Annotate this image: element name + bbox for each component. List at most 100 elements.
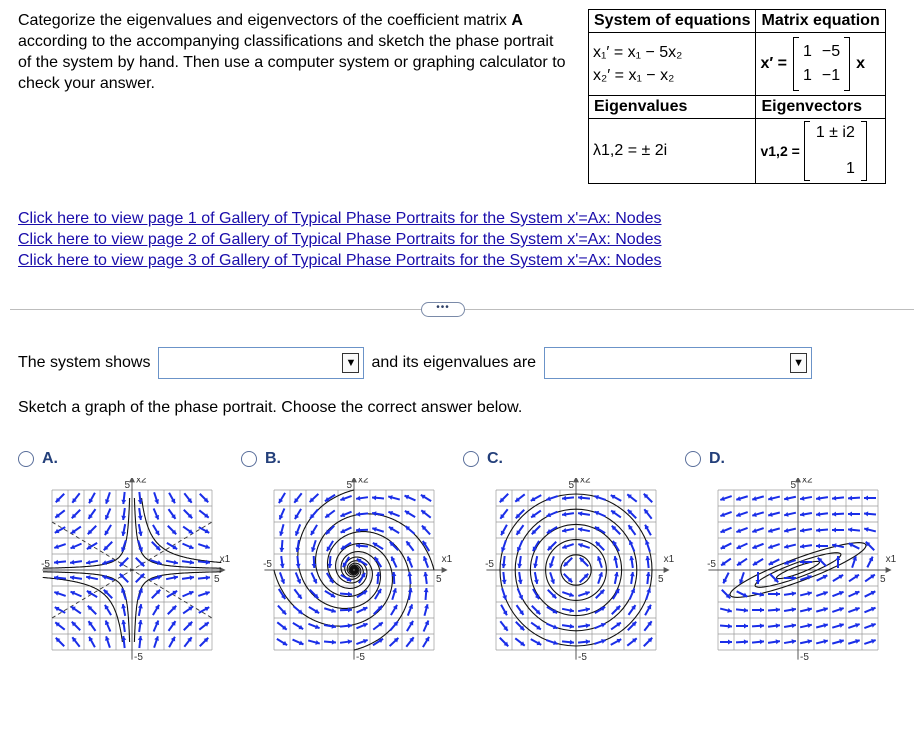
- x-tick-label: -5: [41, 559, 50, 570]
- direction-arrowhead: [519, 625, 525, 631]
- option-b[interactable]: B.: [241, 450, 281, 468]
- dropdown-arrow-icon[interactable]: ▼: [790, 353, 808, 373]
- direction-arrowhead: [391, 572, 397, 577]
- trajectory: [560, 554, 592, 586]
- direction-arrowhead: [281, 609, 287, 615]
- more-button[interactable]: •••: [421, 302, 465, 317]
- x-axis-arrow: [441, 567, 448, 573]
- direction-arrowhead: [839, 606, 844, 612]
- direction-arrowhead: [187, 637, 192, 642]
- direction-arrowhead: [138, 588, 144, 593]
- direction-arrowhead: [298, 624, 304, 630]
- direction-arrowhead: [188, 590, 194, 596]
- direction-arrowhead: [54, 606, 60, 612]
- direction-arrowhead: [775, 607, 780, 613]
- direction-arrowhead: [632, 638, 637, 643]
- y-tick-label: -5: [578, 652, 587, 662]
- direction-arrowhead: [855, 639, 860, 644]
- radio-icon[interactable]: [241, 451, 257, 467]
- trajectory: [545, 539, 607, 601]
- direction-arrowhead: [784, 544, 789, 549]
- direction-arrowhead: [594, 510, 600, 516]
- direction-arrowhead: [72, 637, 77, 642]
- dropdown-arrow-icon[interactable]: ▼: [342, 353, 360, 373]
- eigenvalue-type-dropdown[interactable]: ▼: [544, 347, 813, 379]
- direction-arrowhead: [615, 605, 621, 611]
- direction-arrowhead: [646, 604, 652, 610]
- direction-arrowhead: [791, 607, 796, 613]
- direction-arrowhead: [835, 556, 841, 560]
- y-axis-arrow: [573, 478, 579, 483]
- direction-arrowhead: [838, 574, 844, 580]
- direction-arrowhead: [137, 515, 143, 520]
- direction-arrowhead: [204, 622, 209, 627]
- x-axis-label: x1: [442, 554, 453, 565]
- direction-arrowhead: [137, 531, 143, 536]
- direction-arrowhead: [88, 514, 93, 519]
- direction-arrowhead: [852, 556, 858, 561]
- direction-arrowhead: [517, 563, 523, 568]
- direction-arrowhead: [534, 594, 540, 600]
- direction-arrowhead: [424, 604, 429, 609]
- direction-arrowhead: [71, 621, 77, 627]
- direction-arrowhead: [356, 527, 361, 533]
- y-tick-label: -5: [800, 652, 809, 662]
- direction-arrowhead: [520, 641, 525, 646]
- direction-arrowhead: [516, 530, 521, 535]
- y-axis-arrow: [129, 478, 135, 483]
- direction-arrowhead: [736, 528, 742, 534]
- coefficient-matrix: 1 −5 1 −1: [793, 37, 851, 91]
- direction-arrowhead: [378, 638, 384, 644]
- gallery-link-page-1[interactable]: Click here to view page 1 of Gallery of …: [18, 210, 662, 227]
- option-c[interactable]: C.: [463, 450, 503, 468]
- direction-arrowhead: [531, 513, 536, 518]
- radio-icon[interactable]: [463, 451, 479, 467]
- direction-arrowhead: [409, 637, 414, 642]
- direction-arrowhead: [569, 607, 574, 613]
- direction-arrowhead: [54, 590, 59, 596]
- radio-icon[interactable]: [18, 451, 34, 467]
- direction-arrowhead: [363, 638, 368, 644]
- direction-arrowhead: [154, 514, 160, 520]
- direction-arrowhead: [595, 541, 601, 547]
- direction-arrowhead: [87, 529, 93, 535]
- direction-arrowhead: [552, 624, 558, 630]
- x-prime-label: x′ =: [760, 55, 788, 72]
- direction-arrowhead: [347, 623, 352, 629]
- radio-icon[interactable]: [685, 451, 701, 467]
- gallery-link-page-2[interactable]: Click here to view page 2 of Gallery of …: [18, 231, 662, 248]
- eigenvalues-value: λ1,2 = ± 2i: [587, 118, 757, 184]
- direction-arrowhead: [104, 620, 110, 626]
- direction-arrowhead: [406, 556, 412, 562]
- direction-arrowhead: [340, 496, 345, 502]
- option-d[interactable]: D.: [685, 450, 725, 468]
- vector-entry: 1: [845, 160, 855, 177]
- direction-arrowhead: [204, 528, 210, 534]
- question-classification: The system shows ▼ and its eigenvalues a…: [18, 345, 813, 381]
- option-a[interactable]: A.: [18, 450, 58, 468]
- eigenvector: 1 ± i2 1: [803, 121, 867, 181]
- direction-arrowhead: [372, 542, 378, 548]
- direction-arrowhead: [120, 547, 126, 552]
- direction-arrowhead: [104, 604, 110, 610]
- gallery-link-page-3[interactable]: Click here to view page 3 of Gallery of …: [18, 252, 662, 269]
- direction-arrowhead: [375, 572, 381, 577]
- direction-arrowhead: [515, 513, 521, 519]
- system-type-dropdown[interactable]: ▼: [158, 347, 365, 379]
- direction-arrowhead: [563, 561, 569, 567]
- direction-arrowhead: [325, 529, 331, 535]
- direction-arrowhead: [297, 594, 302, 599]
- direction-arrowhead: [800, 543, 805, 549]
- direction-arrowhead: [752, 496, 757, 501]
- direction-arrowhead: [870, 590, 876, 596]
- direction-arrowhead: [204, 513, 209, 518]
- direction-arrowhead: [742, 592, 748, 598]
- direction-arrowhead: [423, 572, 429, 577]
- direction-arrowhead: [172, 590, 178, 596]
- direction-arrowhead: [121, 636, 127, 641]
- direction-arrowhead: [501, 563, 507, 568]
